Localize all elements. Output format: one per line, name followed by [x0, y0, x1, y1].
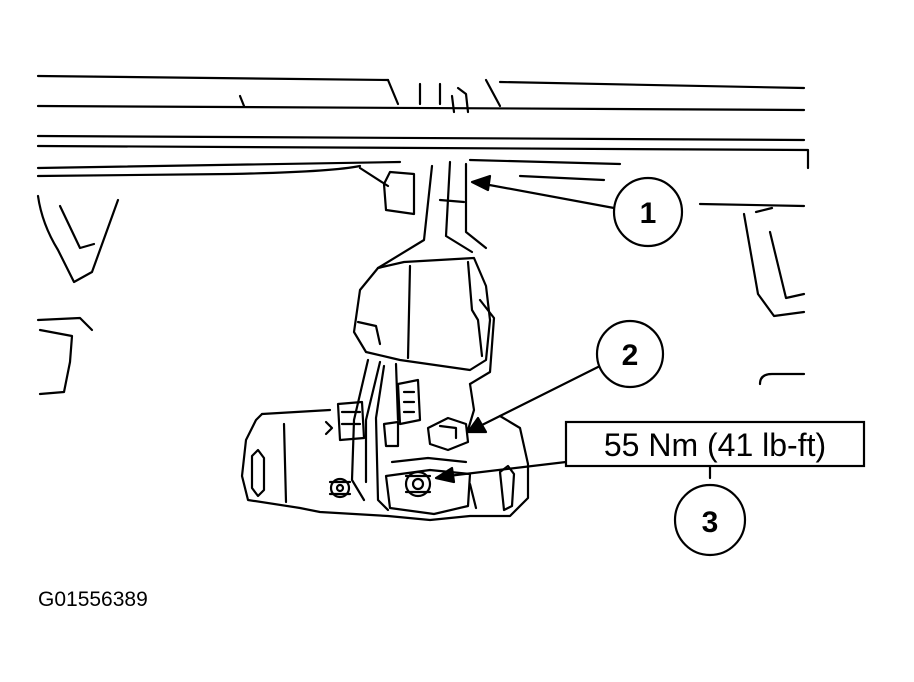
callout-3-number: 3 [702, 506, 719, 539]
crossmember-beam [36, 74, 810, 208]
unit-lower-housing [240, 408, 530, 522]
callout-3: 3 [673, 483, 747, 557]
callout-2: 2 [595, 319, 665, 389]
callout-1-number: 1 [640, 197, 657, 230]
torque-spec-box: 55 Nm (41 lb-ft) [564, 420, 866, 468]
electrical-connector [336, 378, 470, 452]
frame-bracket-left [36, 194, 120, 396]
leader-line-3 [434, 460, 712, 484]
torque-spec-text: 55 Nm (41 lb-ft) [604, 427, 826, 463]
callout-1: 1 [612, 176, 684, 248]
leader-line-2 [466, 364, 602, 434]
callout-2-number: 2 [622, 339, 639, 372]
unit-upper-housing [352, 256, 496, 386]
figure-id: G01556389 [38, 588, 148, 611]
mounting-bolt-torque [404, 470, 432, 498]
mounting-bracket [376, 86, 488, 270]
leader-line-1 [470, 174, 616, 210]
frame-bracket-right [742, 206, 806, 386]
mounting-bolt-left [328, 477, 352, 499]
support-straps [350, 358, 476, 512]
